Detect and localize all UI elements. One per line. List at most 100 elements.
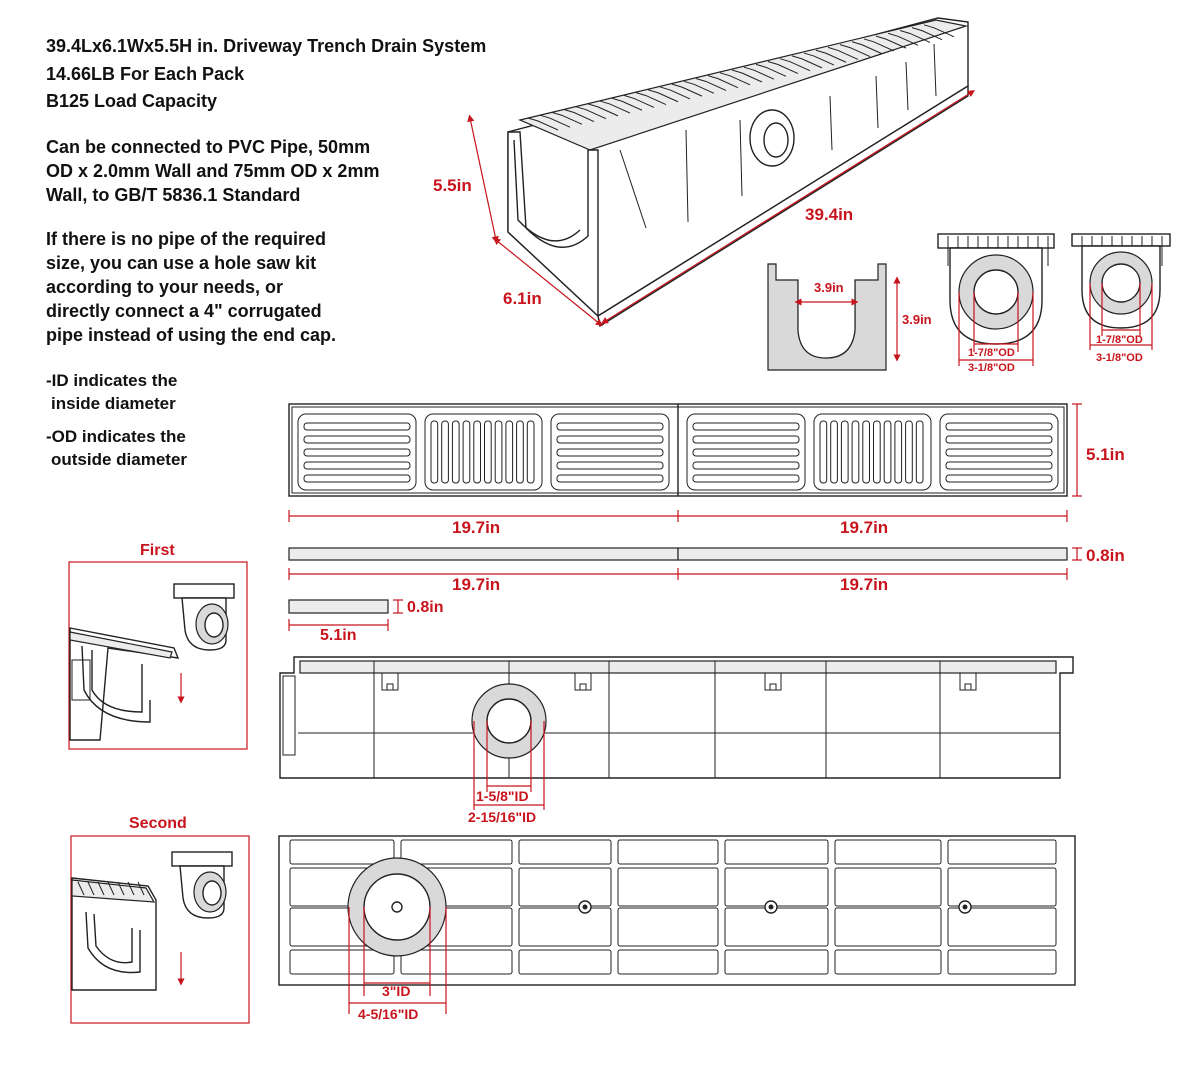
grate-slot: [830, 420, 838, 484]
grate-slot: [945, 474, 1053, 483]
grate-slot: [494, 420, 503, 484]
grate-left-length-dimension: 19.7in: [452, 518, 500, 537]
iso-grate-slot: [767, 61, 799, 74]
grate-slot: [692, 435, 800, 444]
grate-slot: [873, 420, 881, 484]
grate-slot-group: [686, 413, 806, 491]
step-first-panel: First: [68, 542, 248, 750]
iso-grate-slot: [575, 106, 607, 120]
id-note: -ID indicates the inside diameter: [46, 369, 177, 415]
iso-grate-slot: [97, 881, 105, 896]
pipe-compat-text: Can be connected to PVC Pipe, 50mm OD x …: [46, 135, 379, 207]
hole-saw-text: If there is no pipe of the required size…: [46, 227, 336, 347]
hole-saw-line-3: according to your needs, or: [46, 277, 284, 297]
cap-small-inner-dimension: 1-7/8"OD: [1096, 334, 1143, 346]
grate-slot: [430, 420, 439, 484]
grate-slot-group: [939, 413, 1059, 491]
grate-slot: [441, 420, 449, 484]
hole-saw-line-1: If there is no pipe of the required: [46, 229, 327, 249]
channel-depth-dimension: 3.9in: [902, 312, 932, 327]
grate-slot: [484, 420, 492, 484]
end-cap-large: 1-7/8"OD 3-1/8"OD: [937, 233, 1055, 374]
grate-slot: [556, 474, 664, 483]
channel-side-elevation: 1-5/8"ID 2-15/16"ID: [279, 656, 1074, 825]
grate-slot: [556, 435, 664, 444]
grate-slot: [526, 420, 535, 484]
bar-thickness-dimension: 0.8in: [1086, 546, 1125, 565]
od-note: -OD indicates the outside diameter: [46, 425, 187, 471]
iso-grate-slot: [827, 46, 859, 60]
grate-right-length-dimension: 19.7in: [840, 518, 888, 537]
clip-notch: [574, 673, 592, 691]
iso-grate-slot: [117, 881, 125, 896]
clip-notch: [764, 673, 782, 691]
grate-slot: [303, 461, 411, 470]
iso-grate-slot: [851, 41, 883, 55]
id-note-line-1: -ID indicates the: [46, 371, 178, 390]
grate-slot-group: [550, 413, 670, 491]
bottom-cell: [724, 949, 829, 975]
grate-slot: [303, 474, 411, 483]
spec-title: 39.4Lx6.1Wx5.5H in. Driveway Trench Drai…: [46, 36, 487, 56]
bottom-cell: [518, 839, 612, 865]
grate-slot-group: [424, 413, 543, 491]
channel-bottom-view: 3"ID 4-5/16"ID: [278, 835, 1076, 1022]
iso-grate-slot: [87, 881, 95, 896]
iso-grate-slot: [719, 72, 751, 86]
bottom-cell: [400, 839, 513, 865]
grate-slot: [556, 448, 664, 457]
iso-grate-slot: [755, 63, 787, 77]
iso-grate-slot: [923, 24, 955, 38]
bottom-cell: [518, 949, 612, 975]
grate-top-view: 5.1in 19.7in 19.7in: [288, 403, 1125, 537]
length-dimension: 39.4in: [805, 205, 853, 224]
od-note-line-1: -OD indicates the: [46, 427, 186, 446]
bar-right-length-dimension: 19.7in: [840, 575, 888, 594]
channel-cross-section: 3.9in 3.9in: [767, 263, 932, 371]
step-first-label: First: [140, 542, 175, 559]
grate-slot: [894, 420, 903, 484]
grate-slot: [883, 420, 892, 484]
iso-grate-slot: [803, 52, 835, 66]
od-note-line-2: outside diameter: [51, 450, 188, 469]
grate-slot: [303, 435, 411, 444]
cap-thickness-dimension: 0.8in: [407, 599, 443, 616]
bottom-cell: [834, 839, 942, 865]
grate-slot: [692, 448, 800, 457]
pipe-compat-line-1: Can be connected to PVC Pipe, 50mm: [46, 137, 371, 157]
channel-width-dimension: 3.9in: [814, 280, 844, 295]
iso-grate-slot: [137, 881, 145, 896]
grate-slot: [851, 420, 860, 484]
iso-grate-slot: [563, 109, 595, 122]
grate-slot: [945, 422, 1053, 431]
step-second-label: Second: [129, 815, 187, 832]
iso-grate-slot: [695, 77, 727, 91]
side-outlet-id-dimension: 1-5/8"ID: [476, 788, 529, 804]
grate-slot: [862, 420, 870, 484]
iso-grate-slot: [551, 111, 583, 125]
bottom-cell: [834, 867, 942, 907]
grate-slot: [556, 422, 664, 431]
grate-slot: [945, 435, 1053, 444]
isometric-drain-illustration: 5.5in 39.4in 6.1in: [433, 17, 976, 328]
iso-rib: [933, 43, 937, 97]
bottom-cell: [289, 949, 395, 975]
grate-slot: [451, 420, 460, 484]
grate-slot: [473, 420, 481, 484]
end-cap-small: 1-7/8"OD 3-1/8"OD: [1071, 233, 1171, 364]
iso-grate-slot: [539, 114, 571, 128]
bottom-cell: [617, 867, 719, 907]
iso-grate-slot: [127, 881, 135, 896]
cap-small-outer-dimension: 3-1/8"OD: [1096, 352, 1143, 364]
bottom-cell: [289, 839, 395, 865]
side-outlet-od-dimension: 2-15/16"ID: [468, 809, 536, 825]
grate-slot: [556, 461, 664, 470]
iso-grate-slot: [107, 881, 115, 896]
bottom-cell: [617, 839, 719, 865]
cap-large-inner-dimension: 1-7/8"OD: [968, 347, 1015, 359]
iso-grate-slot: [839, 44, 871, 58]
iso-grate-slot: [77, 881, 85, 896]
iso-grate-slot: [863, 38, 895, 52]
bottom-cell: [947, 907, 1057, 947]
